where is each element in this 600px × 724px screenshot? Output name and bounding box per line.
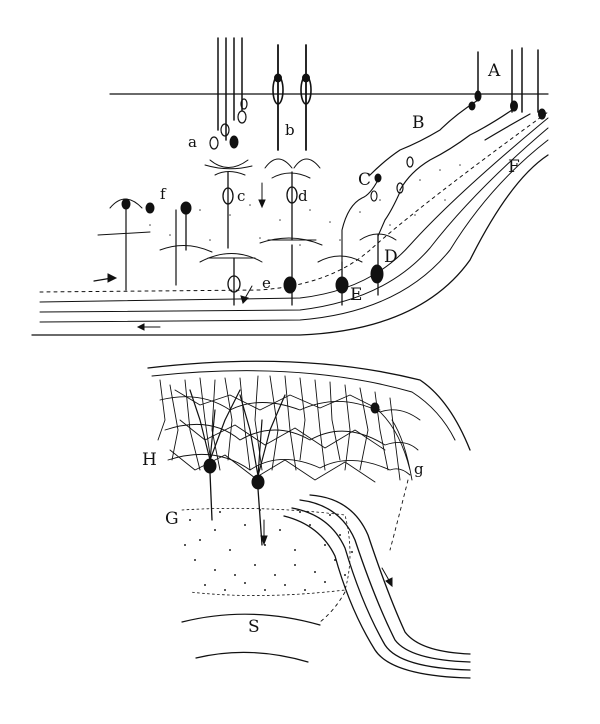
ganglion-cell-1 bbox=[199, 253, 263, 306]
retina-band-3 bbox=[39, 127, 549, 313]
label-A: A bbox=[487, 61, 501, 81]
signal-arrow-bottom bbox=[136, 323, 161, 331]
fibre-chain-B bbox=[369, 99, 531, 194]
label-B: B bbox=[412, 113, 425, 133]
label-F: F bbox=[508, 157, 520, 177]
lower-panel bbox=[147, 360, 471, 679]
cell-body-3 bbox=[370, 402, 380, 414]
fibre-chain-D bbox=[377, 191, 401, 237]
amacrine-cells-f bbox=[97, 198, 213, 291]
granular-layer bbox=[184, 509, 353, 591]
signal-arrow-e bbox=[240, 285, 253, 304]
retina-panel bbox=[31, 37, 549, 336]
signal-arrow-left bbox=[93, 273, 118, 283]
granular-boundary bbox=[181, 507, 351, 596]
label-G: G bbox=[165, 509, 179, 529]
retina-band-5 bbox=[39, 111, 549, 293]
g-dashed-connector bbox=[389, 479, 409, 551]
labels: a b c d e f A B C D E F H G g S bbox=[142, 61, 520, 637]
label-H: H bbox=[142, 450, 157, 470]
outer-arc bbox=[147, 360, 471, 451]
ganglion-cell-E bbox=[359, 233, 397, 296]
s-arc-upper bbox=[181, 613, 321, 626]
ganglion-cell-2 bbox=[283, 244, 297, 306]
bipolar-cell-d bbox=[259, 171, 323, 246]
cell-body-H2 bbox=[239, 394, 286, 546]
label-C: C bbox=[358, 170, 371, 190]
receptor-group-A bbox=[474, 47, 546, 120]
receptor-group-b bbox=[264, 44, 321, 169]
label-g: g bbox=[414, 460, 424, 478]
label-b: b bbox=[285, 121, 295, 139]
label-a: a bbox=[188, 133, 197, 151]
s-arc-lower bbox=[195, 651, 309, 663]
label-f: f bbox=[160, 185, 167, 203]
s-dashed-connector bbox=[319, 591, 346, 623]
retina-band-outer bbox=[31, 154, 549, 336]
dendritic-arbor bbox=[157, 375, 421, 483]
retina-band-2 bbox=[39, 139, 549, 323]
label-d: d bbox=[298, 187, 308, 205]
fibre-chain-C bbox=[341, 179, 379, 263]
fibre-tract bbox=[283, 494, 471, 679]
tract-arrow bbox=[381, 567, 393, 588]
ganglion-cell-3 bbox=[317, 255, 363, 306]
cell-body-H1 bbox=[189, 389, 241, 521]
label-e: e bbox=[262, 274, 271, 292]
receptor-group-a bbox=[204, 37, 253, 170]
signal-arrow-down bbox=[260, 519, 268, 546]
label-D: D bbox=[384, 247, 398, 267]
inner-arc bbox=[151, 370, 456, 441]
retina-stipple bbox=[149, 164, 461, 246]
signal-arrow-cd bbox=[258, 182, 266, 209]
bipolar-cell-c bbox=[214, 171, 246, 249]
label-c: c bbox=[237, 187, 245, 205]
label-S: S bbox=[248, 617, 260, 637]
retina-band-4 bbox=[39, 117, 549, 303]
label-E: E bbox=[350, 285, 362, 305]
